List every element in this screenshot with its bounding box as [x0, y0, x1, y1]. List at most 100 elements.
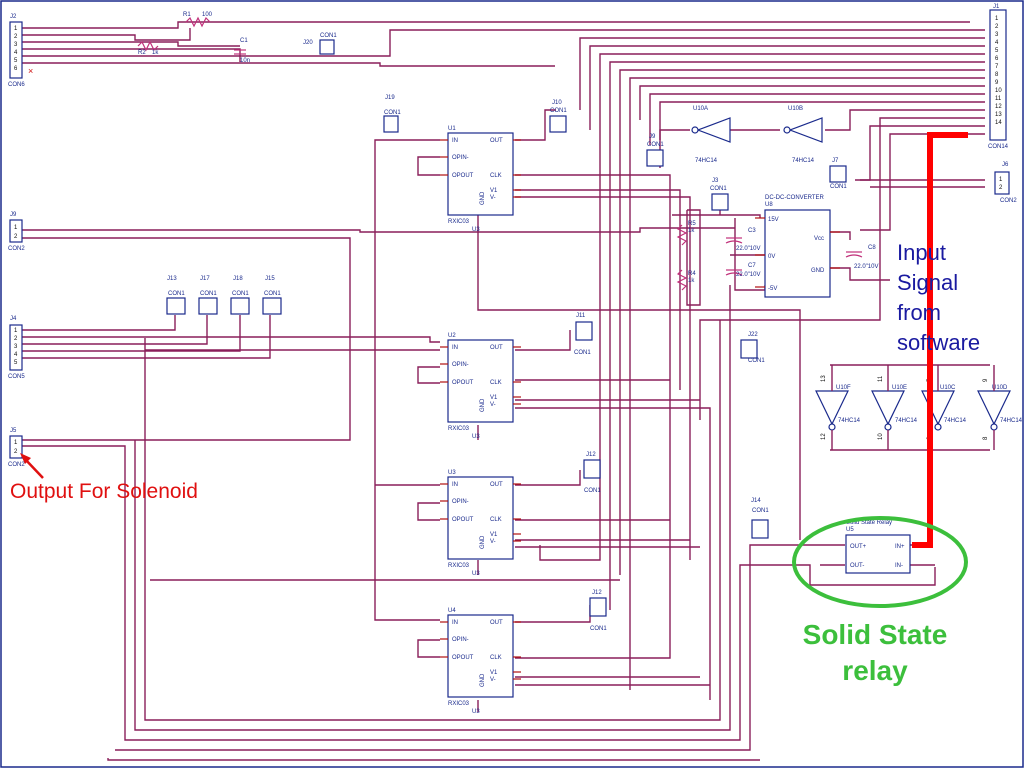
svg-text:4: 4 — [14, 352, 18, 358]
solenoid-arrow — [20, 453, 44, 479]
connector-j18: J18 CON1 — [230, 276, 250, 315]
svg-text:J7: J7 — [832, 158, 839, 164]
connector-j9-single: J9 CON1 — [646, 134, 664, 167]
svg-text:J12: J12 — [592, 590, 602, 596]
chip-pin-in: IN — [452, 620, 458, 626]
svg-text:Solid State Relay: Solid State Relay — [846, 520, 892, 526]
connector-j12-bottom: J12 CON1 — [589, 590, 607, 632]
svg-text:10n: 10n — [240, 58, 250, 64]
connector-j6: J6 CON2 1 2 — [994, 162, 1017, 204]
svg-text:CON6: CON6 — [8, 82, 25, 88]
chip-pin-opout: OPOUT — [452, 380, 474, 386]
svg-text:R5: R5 — [688, 221, 696, 227]
svg-text:J4: J4 — [10, 316, 17, 322]
connector-j9: J9 CON2 1 2 — [8, 212, 25, 252]
connector-j20: J20 CON1 — [303, 33, 337, 55]
svg-text:CON1: CON1 — [574, 350, 591, 356]
svg-text:11: 11 — [878, 375, 884, 382]
capacitor-c7: C7 22.0"10V — [725, 263, 760, 278]
input-signal-label: Input Signal from software — [897, 240, 981, 355]
j1-pin-label: 12 — [995, 104, 1002, 110]
svg-text:2: 2 — [14, 34, 18, 40]
chip-pin-out: OUT — [490, 138, 503, 144]
svg-text:-5V: -5V — [768, 286, 777, 292]
j1-pin-label: 10 — [995, 88, 1002, 94]
svg-text:J3: J3 — [712, 178, 719, 184]
svg-text:C8: C8 — [868, 245, 876, 251]
chip-pin-clk: CLK — [490, 173, 502, 179]
svg-text:CON1: CON1 — [584, 488, 601, 494]
chip-pin-gnd: GND — [480, 191, 486, 205]
chip-part: RXIC03 — [448, 219, 470, 225]
svg-text:CON1: CON1 — [748, 358, 765, 364]
svg-text:C7: C7 — [748, 263, 756, 269]
svg-text:U10B: U10B — [788, 106, 803, 112]
svg-text:IN+: IN+ — [895, 544, 905, 550]
passives: R1 100 R2 1k C1 10n R5 1k R4 1k C3 — [137, 12, 878, 291]
chip-pin-v1: V1 — [490, 532, 498, 538]
svg-text:U10C: U10C — [940, 385, 956, 391]
inverter-u10a: U10A 74HC14 — [691, 106, 731, 164]
svg-text:IN-: IN- — [895, 563, 903, 569]
svg-text:74HC14: 74HC14 — [792, 158, 815, 164]
chip-pin-in: IN — [452, 345, 458, 351]
j1-pin-label: 7 — [995, 64, 999, 70]
svg-text:3: 3 — [14, 344, 18, 350]
single-connectors: J20 CON1 J19 CON1 J10 CON1 J9 CON1 J3 CO… — [166, 33, 847, 632]
svg-text:GND: GND — [811, 268, 825, 274]
svg-text:22.0"10V: 22.0"10V — [736, 272, 760, 278]
chip-pin-vm: V- — [490, 539, 496, 545]
svg-text:CON1: CON1 — [200, 291, 217, 297]
svg-text:2: 2 — [14, 234, 18, 240]
svg-text:U5: U5 — [846, 527, 854, 533]
chip-sub: U3 — [472, 434, 480, 440]
svg-text:U8: U8 — [765, 202, 773, 208]
chip-pin-in: IN — [452, 482, 458, 488]
chip-pin-vm: V- — [490, 677, 496, 683]
svg-text:J2: J2 — [10, 14, 17, 20]
svg-text:J12: J12 — [586, 452, 596, 458]
driver-chips: INOPIN-OPOUTOUTCLKV1V-GNDU1RXIC03U3INOPI… — [440, 126, 521, 715]
j1-pin-label: 3 — [995, 32, 999, 38]
svg-text:100: 100 — [202, 12, 213, 18]
connector-j17: J17 CON1 — [198, 276, 218, 315]
wires — [22, 21, 990, 761]
svg-text:74HC14: 74HC14 — [838, 418, 861, 424]
resistor-r1: R1 100 — [183, 12, 213, 28]
chip-pin-out: OUT — [490, 345, 503, 351]
svg-text:OUT+: OUT+ — [850, 544, 867, 550]
j1-pin-label: 2 — [995, 24, 999, 30]
svg-text:10: 10 — [878, 433, 884, 440]
svg-text:CON1: CON1 — [647, 142, 664, 148]
connector-j10: J10 CON1 — [549, 100, 567, 133]
j1-pin-label: 5 — [995, 48, 999, 54]
capacitor-c3: C3 22.0"10V — [725, 228, 760, 252]
svg-text:R2: R2 — [138, 50, 146, 56]
chip-sub: U3 — [472, 709, 480, 715]
chip-ref: U3 — [448, 470, 456, 476]
svg-text:C1: C1 — [240, 38, 248, 44]
svg-text:74HC14: 74HC14 — [1000, 418, 1023, 424]
chip-pin-out: OUT — [490, 620, 503, 626]
chip-part: RXIC03 — [448, 426, 470, 432]
j1-pin-label: 14 — [995, 120, 1002, 126]
svg-text:DC-DC-CONVERTER: DC-DC-CONVERTER — [765, 195, 825, 201]
svg-text:CON2: CON2 — [8, 246, 25, 252]
chip-pin-gnd: GND — [480, 673, 486, 687]
resistor-r5: R5 1k — [676, 221, 696, 246]
svg-text:J10: J10 — [552, 100, 562, 106]
svg-text:J20: J20 — [303, 40, 313, 46]
chip-pin-opin: OPIN- — [452, 499, 469, 505]
svg-text:U10D: U10D — [992, 385, 1008, 391]
svg-text:3: 3 — [14, 42, 18, 48]
chip-pin-opin: OPIN- — [452, 362, 469, 368]
solenoid-output-label: Output For Solenoid — [10, 480, 198, 503]
connector-j11: J11 CON1 — [574, 313, 593, 356]
connector-j3: J3 CON1 — [710, 178, 729, 211]
svg-text:6: 6 — [14, 66, 18, 72]
svg-text:12: 12 — [821, 433, 827, 440]
connector-j12: J12 CON1 — [583, 452, 601, 494]
